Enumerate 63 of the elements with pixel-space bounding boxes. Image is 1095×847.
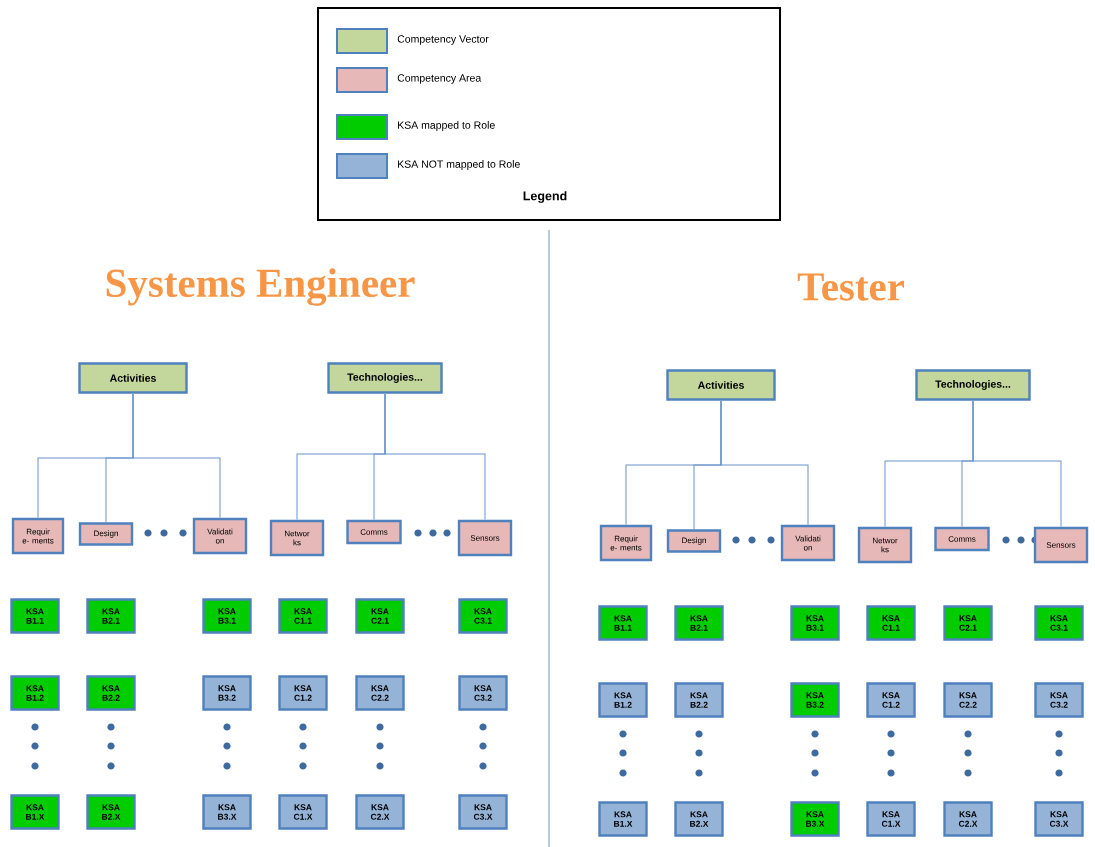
ksa-box: KSA C2.1 xyxy=(943,605,993,641)
legend-title: Legend xyxy=(523,191,567,203)
ksa-box: KSA B2.X xyxy=(674,801,724,837)
competency-area-box: Comms xyxy=(346,519,402,545)
ksa-box: KSA C3.X xyxy=(458,794,508,830)
ksa-box: KSA C3.X xyxy=(1034,801,1084,837)
competency-vector-box: Technologies... xyxy=(915,369,1031,401)
ksa-box: KSA C2.2 xyxy=(943,682,993,718)
ksa-box: KSA B3.X xyxy=(202,794,252,830)
ksa-box: KSA B1.2 xyxy=(10,675,60,711)
ksa-box: KSA B2.X xyxy=(86,794,136,830)
ksa-box: KSA B2.2 xyxy=(86,675,136,711)
ksa-box: KSA C1.X xyxy=(866,801,916,837)
connector-line xyxy=(384,393,486,520)
ksa-box: KSA C3.2 xyxy=(1034,682,1084,718)
ksa-box: KSA B3.2 xyxy=(790,682,840,718)
competency-area-box: Requir e- ments xyxy=(11,517,65,555)
ksa-box: KSA C1.2 xyxy=(866,682,916,718)
competency-area-box: Sensors xyxy=(1033,526,1089,564)
competency-area-box: Validati on xyxy=(192,517,248,555)
competency-area-box: Design xyxy=(666,529,722,553)
legend-label: Competency Area xyxy=(397,74,482,84)
connector-line xyxy=(972,400,1062,527)
legend-label: KSA mapped to Role xyxy=(398,121,495,131)
ksa-box: KSA C2.1 xyxy=(355,598,405,634)
competency-area-box: Design xyxy=(78,522,134,546)
ksa-box: KSA B2.1 xyxy=(86,598,136,634)
competency-area-box: Sensors xyxy=(457,519,513,557)
role-title: Tester xyxy=(797,273,905,301)
ksa-box: KSA C3.2 xyxy=(458,675,508,711)
ksa-box: KSA B1.X xyxy=(598,801,648,837)
ksa-box: KSA B1.1 xyxy=(598,605,648,641)
ksa-box: KSA B3.1 xyxy=(790,605,840,641)
competency-area-box: Validati on xyxy=(780,524,836,562)
ksa-box: KSA C1.2 xyxy=(278,675,328,711)
ksa-box: KSA C3.1 xyxy=(458,598,508,634)
ksa-box: KSA B2.2 xyxy=(674,682,724,718)
ksa-box: KSA C2.X xyxy=(355,794,405,830)
competency-vector-box: Activities xyxy=(666,369,776,401)
ksa-box: KSA C2.X xyxy=(943,801,993,837)
ksa-box: KSA B3.2 xyxy=(202,675,252,711)
competency-vector-box: Technologies... xyxy=(327,362,443,394)
ksa-box: KSA B2.1 xyxy=(674,605,724,641)
ksa-box: KSA C1.X xyxy=(278,794,328,830)
ksa-box: KSA B3.1 xyxy=(202,598,252,634)
legend-label: Competency Vector xyxy=(397,35,489,45)
ksa-box: KSA B3.X xyxy=(790,801,840,837)
ksa-box: KSA B1.1 xyxy=(10,598,60,634)
legend-label: KSA NOT mapped to Role xyxy=(398,160,520,170)
competency-area-box: Comms xyxy=(934,526,990,552)
ksa-box: KSA C2.2 xyxy=(355,675,405,711)
ksa-box: KSA C1.1 xyxy=(866,605,916,641)
ksa-box: KSA B1.X xyxy=(10,794,60,830)
ksa-box: KSA C1.1 xyxy=(278,598,328,634)
ksa-box: KSA C3.1 xyxy=(1034,605,1084,641)
competency-area-box: Requir e- ments xyxy=(599,524,653,562)
connector-line xyxy=(720,400,809,525)
ksa-box: KSA B1.2 xyxy=(598,682,648,718)
competency-area-box: Networ ks xyxy=(269,519,325,557)
competency-area-box: Networ ks xyxy=(857,526,913,564)
connector-line xyxy=(132,393,221,518)
competency-vector-box: Activities xyxy=(78,362,188,394)
role-title: Systems Engineer xyxy=(106,268,415,306)
